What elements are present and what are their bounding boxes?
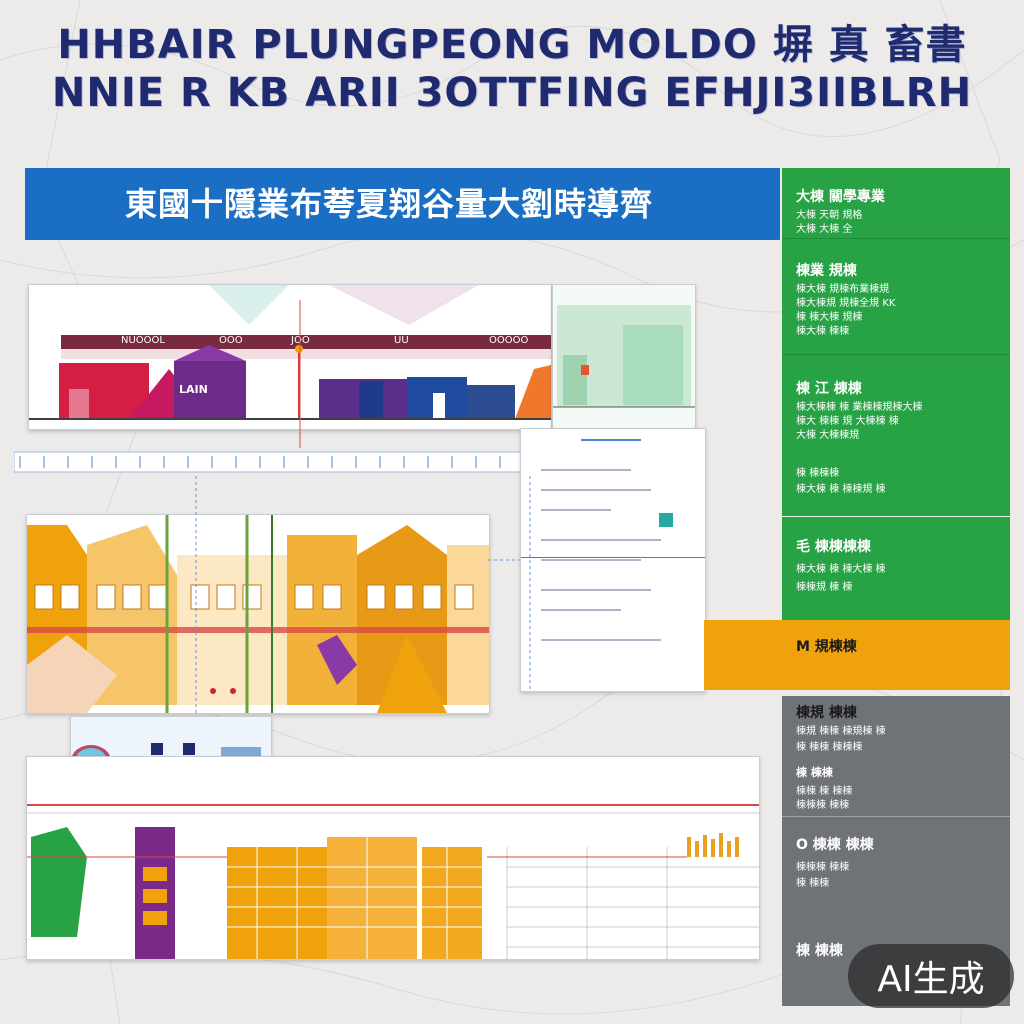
title-line-2: NNIE R KB ARII 3OTTFING EFHJI3IIBLRH bbox=[51, 70, 973, 116]
sidebar-b2-line1: 棟大棟 規棟布業棟規 bbox=[796, 284, 890, 295]
building-label: LAIN bbox=[179, 383, 208, 396]
sidebar-b4-line2: 棟大棟 棟 棟棟規 棟 bbox=[796, 484, 886, 495]
sidebar-b2-line2: 棟大棟規 規棟全規 KK bbox=[796, 298, 896, 309]
lower-schedule-panel bbox=[26, 756, 760, 960]
facade-elevation-panel bbox=[26, 514, 490, 714]
diagram-label-a: NUOOOL bbox=[121, 335, 165, 346]
sidebar-orange-strip: M 規棟棟 bbox=[704, 620, 1010, 690]
sidebar-b5-line2: 棟棟規 棟 棟 bbox=[796, 582, 853, 593]
banner-title: 東國十隱業布荂夏翔谷量大劉時導齊 bbox=[125, 185, 654, 223]
sidebar-green-block: 大棟 關學專業 大棟 天朝 規格 大棟 大棟 全 棟業 規棟 棟大棟 規棟布業棟… bbox=[782, 168, 1010, 620]
notes-document-panel bbox=[520, 428, 706, 692]
sidebar-b4-line1: 棟 棟棟棟 bbox=[796, 468, 840, 479]
sidebar-b3-line2: 棟大 棟棟 規 大棟棟 棟 bbox=[796, 416, 899, 427]
sidebar-b8-title: 棟 棟棟 bbox=[796, 766, 833, 779]
facade-elevation-drawing bbox=[27, 515, 489, 713]
ai-generated-label: AI生成 bbox=[877, 959, 985, 1000]
sidebar-b8-line1: 棟棟 棟 棟棟 bbox=[796, 786, 853, 797]
sidebar-b2-title: 棟業 規棟 bbox=[796, 263, 857, 279]
diagram-label-b: OOO bbox=[219, 335, 243, 346]
sidebar-b1-line2: 大棟 大棟 全 bbox=[796, 224, 853, 235]
sidebar-b7-title: 棟規 棟棟 bbox=[796, 705, 857, 721]
sidebar-b5-title: 毛 棟棟棟棟 bbox=[796, 539, 871, 555]
sidebar-b3-line1: 棟大棟棟 棟 業棟棟規棟大棟 bbox=[796, 402, 923, 413]
title-line-1: HHBAIR PLUNGPEONG MOLDO 塀 真 畜書 bbox=[57, 22, 967, 68]
sidebar-b2-line4: 棟大棟 棟棟 bbox=[796, 326, 850, 337]
street-elevation-panel: NUOOOL OOO JOO UU OOOOO LAIN bbox=[28, 284, 552, 430]
sidebar-b3-title: 棟 江 棟棟 bbox=[796, 381, 862, 397]
sidebar-b3-line3: 大棟 大棟棟規 bbox=[796, 430, 860, 441]
sidebar-b9-line2: 棟 棟棟 bbox=[796, 878, 830, 889]
lower-schedule-drawing bbox=[27, 757, 759, 959]
dimension-strip bbox=[14, 451, 554, 473]
sidebar-b7-line2: 棟 棟棟 棟棟棟 bbox=[796, 742, 863, 753]
sidebar-b10-title: 棟 棟棟 bbox=[796, 943, 843, 959]
diagram-label-c: JOO bbox=[291, 335, 310, 346]
sidebar-b7-line1: 棟規 棟棟 棟規棟 棟 bbox=[796, 726, 886, 737]
sidebar-b2-line3: 棟 棟大棟 規棟 bbox=[796, 312, 863, 323]
diagram-label-e: OOOOO bbox=[489, 335, 529, 346]
sidebar-b1-line1: 大棟 天朝 規格 bbox=[796, 210, 863, 221]
sidebar-b1-title: 大棟 關學專業 bbox=[796, 189, 885, 205]
sidebar-b8-line2: 棟棟棟 棟棟 bbox=[796, 800, 850, 811]
section-drawing bbox=[553, 285, 695, 429]
sidebar-b6-title: M 規棟棟 bbox=[796, 639, 857, 655]
diagram-label-d: UU bbox=[394, 335, 409, 346]
street-elevation-drawing bbox=[29, 285, 551, 429]
sidebar-b5-line1: 棟大棟 棟 棟大棟 棟 bbox=[796, 564, 886, 575]
blue-banner: 東國十隱業布荂夏翔谷量大劉時導齊 bbox=[25, 168, 780, 240]
ai-generated-badge: AI生成 bbox=[848, 944, 1014, 1008]
sidebar-b9-title: O 棟棟 棟棟 bbox=[796, 837, 874, 853]
sidebar-b9-line1: 棟棟棟 棟棟 bbox=[796, 862, 850, 873]
section-drawing-panel bbox=[552, 284, 696, 430]
accent-square bbox=[659, 513, 673, 527]
